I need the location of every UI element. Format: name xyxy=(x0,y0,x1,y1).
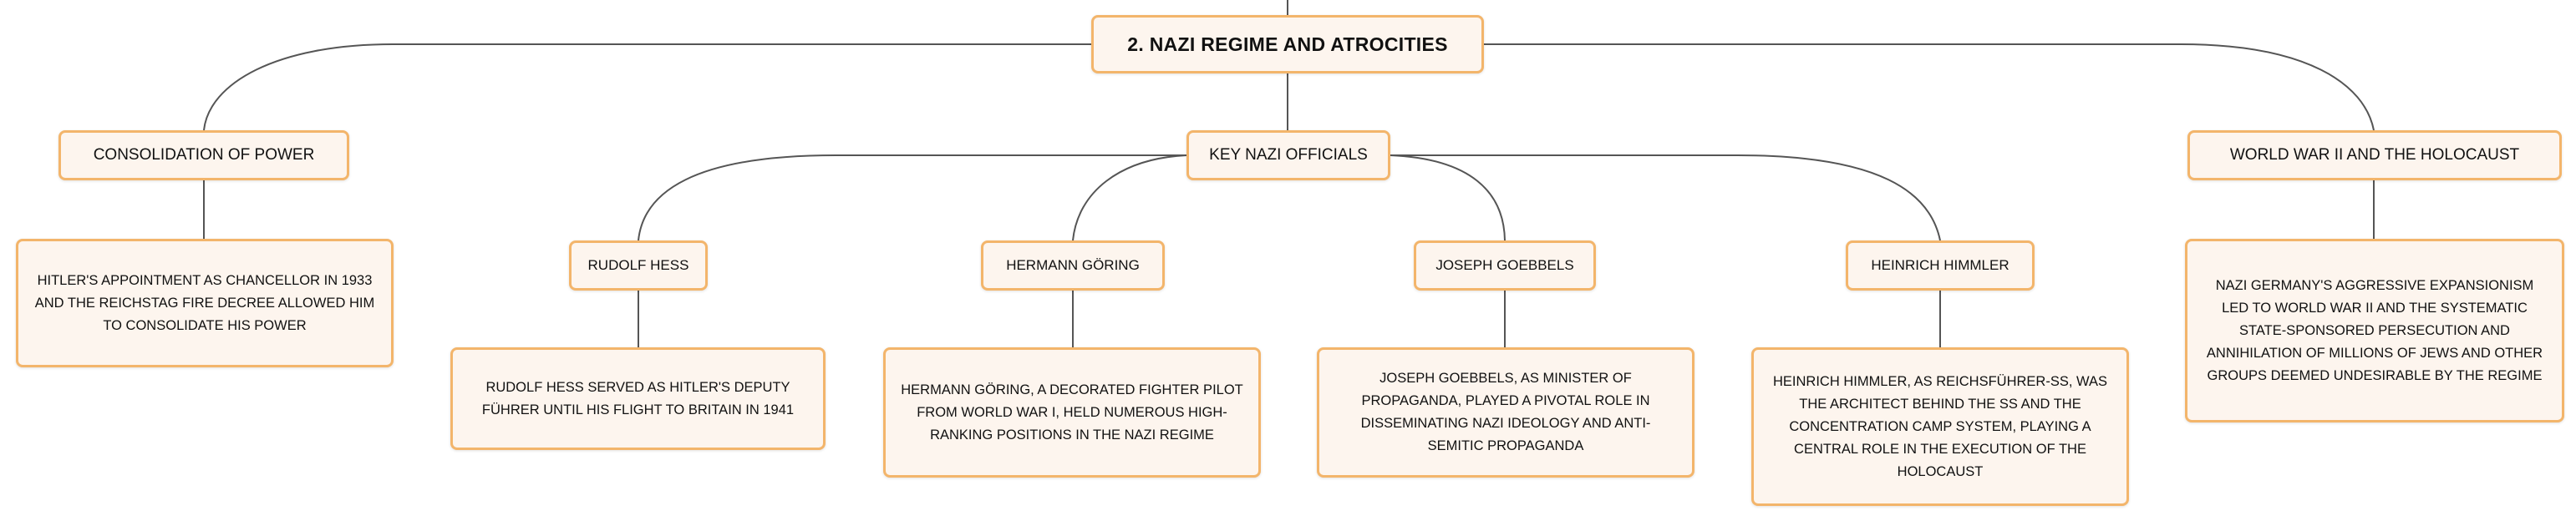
connector-root-ww2 xyxy=(1484,43,2375,131)
node-joseph-goebbels-detail[interactable]: JOSEPH GOEBBELS, AS MINISTER OF PROPAGAN… xyxy=(1317,347,1694,478)
node-detail-text: RUDOLF HESS SERVED AS HITLER'S DEPUTY FÜ… xyxy=(481,379,795,417)
root-label: 2. NAZI REGIME AND ATROCITIES xyxy=(1127,33,1448,55)
node-label: HERMANN GÖRING xyxy=(1006,257,1140,273)
node-label: CONSOLIDATION OF POWER xyxy=(93,146,315,164)
node-heinrich-himmler-detail[interactable]: HEINRICH HIMMLER, AS REICHSFÜHRER-SS, WA… xyxy=(1751,347,2129,506)
node-world-war-ii-and-the-holocaust[interactable]: WORLD WAR II AND THE HOLOCAUST xyxy=(2187,130,2562,180)
node-hermann-goring[interactable]: HERMANN GÖRING xyxy=(981,240,1165,291)
node-consolidation-detail[interactable]: HITLER'S APPOINTMENT AS CHANCELLOR IN 19… xyxy=(16,239,394,367)
node-rudolf-hess[interactable]: RUDOLF HESS xyxy=(569,240,708,291)
node-heinrich-himmler[interactable]: HEINRICH HIMMLER xyxy=(1846,240,2035,291)
node-rudolf-hess-detail[interactable]: RUDOLF HESS SERVED AS HITLER'S DEPUTY FÜ… xyxy=(450,347,826,450)
node-joseph-goebbels[interactable]: JOSEPH GOEBBELS xyxy=(1414,240,1596,291)
node-label: JOSEPH GOEBBELS xyxy=(1435,257,1574,273)
node-detail-text: JOSEPH GOEBBELS, AS MINISTER OF PROPAGAN… xyxy=(1360,371,1651,453)
node-consolidation-of-power[interactable]: CONSOLIDATION OF POWER xyxy=(58,130,349,180)
node-detail-text: NAZI GERMANY'S AGGRESSIVE EXPANSIONISM L… xyxy=(2206,277,2543,383)
node-label: WORLD WAR II AND THE HOLOCAUST xyxy=(2229,146,2520,164)
node-label: KEY NAZI OFFICIALS xyxy=(1209,146,1368,164)
node-key-nazi-officials[interactable]: KEY NAZI OFFICIALS xyxy=(1186,130,1390,180)
node-label: RUDOLF HESS xyxy=(587,257,689,273)
node-detail-text: HITLER'S APPOINTMENT AS CHANCELLOR IN 19… xyxy=(34,272,375,333)
node-detail-text: HERMANN GÖRING, A DECORATED FIGHTER PILO… xyxy=(901,382,1243,443)
root-node[interactable]: 2. NAZI REGIME AND ATROCITIES xyxy=(1091,15,1484,73)
node-detail-text: HEINRICH HIMMLER, AS REICHSFÜHRER-SS, WA… xyxy=(1772,373,2107,479)
connector-officials-himmler xyxy=(1390,154,1941,241)
connector-officials-goebbels xyxy=(1390,154,1506,241)
node-hermann-goring-detail[interactable]: HERMANN GÖRING, A DECORATED FIGHTER PILO… xyxy=(883,347,1261,478)
connector-root-consolidation xyxy=(203,43,1091,131)
connector-officials-hess xyxy=(638,154,1186,241)
node-label: HEINRICH HIMMLER xyxy=(1871,257,2009,273)
node-world-war-ii-detail[interactable]: NAZI GERMANY'S AGGRESSIVE EXPANSIONISM L… xyxy=(2185,239,2564,422)
connector-officials-goring xyxy=(1072,154,1187,241)
